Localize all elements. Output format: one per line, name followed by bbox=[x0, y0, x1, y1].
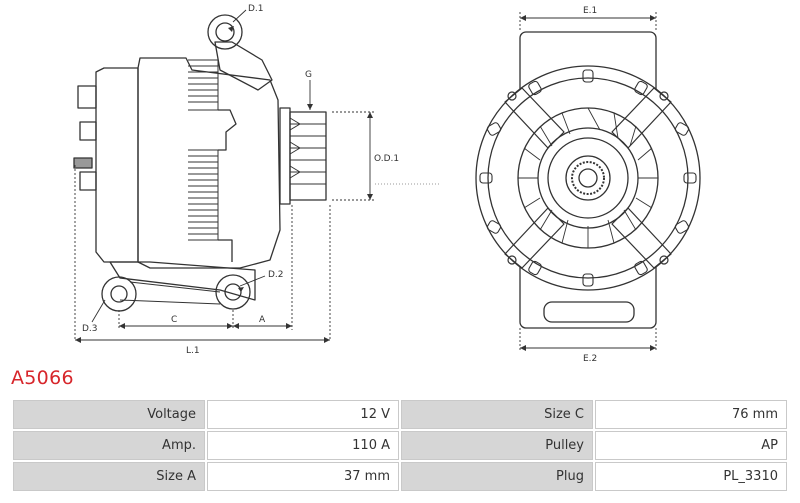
label-od1: O.D.1 bbox=[374, 154, 399, 164]
label-g: G bbox=[305, 70, 312, 80]
alternator-front-view bbox=[475, 31, 701, 329]
label-d1: D.1 bbox=[248, 4, 264, 14]
label-e2: E.2 bbox=[583, 354, 597, 364]
label-d3: D.3 bbox=[82, 324, 98, 334]
spec-label-size-a: Size A bbox=[13, 462, 205, 491]
part-number: A5066 bbox=[11, 367, 74, 389]
label-d2: D.2 bbox=[268, 270, 284, 280]
spec-value-pulley: AP bbox=[595, 431, 787, 460]
label-c: C bbox=[171, 315, 177, 325]
spec-value-plug: PL_3310 bbox=[595, 462, 787, 491]
spec-value-size-c: 76 mm bbox=[595, 400, 787, 429]
label-e1: E.1 bbox=[583, 6, 597, 16]
label-l1: L.1 bbox=[186, 346, 200, 356]
alternator-technical-drawing: D.1 G O.D.1 D.2 D.3 C A L.1 E.1 E.2 bbox=[73, 4, 701, 364]
specs-table: Voltage 12 V Size C 76 mm Amp. 110 A Pul… bbox=[11, 398, 789, 493]
spec-label-size-c: Size C bbox=[401, 400, 593, 429]
spec-value-voltage: 12 V bbox=[207, 400, 399, 429]
spec-label-voltage: Voltage bbox=[13, 400, 205, 429]
spec-label-amp: Amp. bbox=[13, 431, 205, 460]
table-row: Amp. 110 A Pulley AP bbox=[13, 431, 787, 460]
spec-value-size-a: 37 mm bbox=[207, 462, 399, 491]
table-row: Size A 37 mm Plug PL_3310 bbox=[13, 462, 787, 491]
alternator-side-view bbox=[73, 14, 327, 312]
table-row: Voltage 12 V Size C 76 mm bbox=[13, 400, 787, 429]
spec-label-pulley: Pulley bbox=[401, 431, 593, 460]
spec-label-plug: Plug bbox=[401, 462, 593, 491]
spec-value-amp: 110 A bbox=[207, 431, 399, 460]
label-a: A bbox=[259, 315, 266, 325]
